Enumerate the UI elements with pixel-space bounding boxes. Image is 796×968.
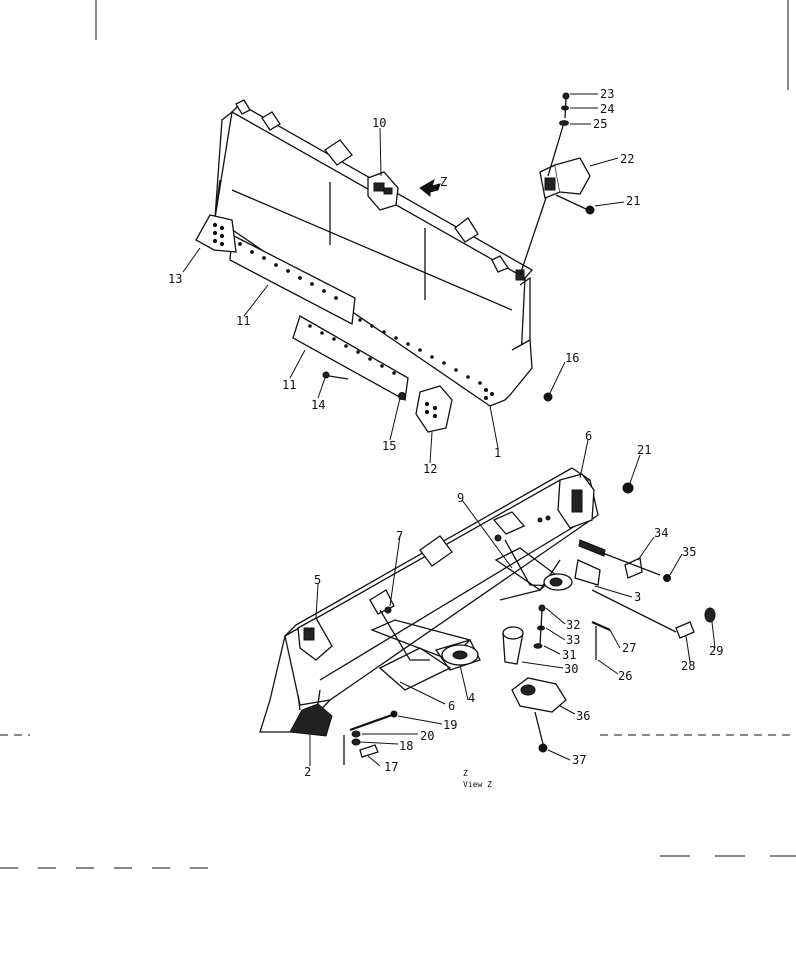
pin-18 (351, 738, 361, 746)
bolt-35 (663, 574, 671, 582)
pin-17 (359, 744, 379, 758)
hinge-2 (289, 703, 333, 737)
callout-30: 30 (564, 662, 578, 676)
cutting-edge-lower (292, 315, 409, 402)
callout-23: 23 (600, 87, 614, 101)
nut-15 (398, 392, 406, 400)
blade-crease-line (231, 189, 513, 311)
callout-15: 15 (382, 439, 396, 453)
callout-31: 31 (562, 648, 576, 662)
callout-3: 3 (634, 590, 641, 604)
callout-27: 27 (622, 641, 636, 655)
cap-36 (511, 677, 567, 713)
blade-assembly (195, 92, 595, 433)
callout-21b: 21 (637, 443, 651, 457)
callout-21: 21 (626, 194, 640, 208)
bracket-5 (297, 617, 333, 661)
washer-31 (533, 643, 543, 649)
bolt-holes (212, 222, 494, 419)
callout-10: 10 (372, 116, 386, 130)
callout-28: 28 (681, 659, 695, 673)
bolt-21-upper (585, 205, 595, 215)
callout-11: 11 (236, 314, 250, 328)
callout-33: 33 (566, 633, 580, 647)
blade-right-endbit (504, 338, 533, 401)
callout-12: 12 (423, 462, 437, 476)
callout-29: 29 (709, 644, 723, 658)
callout-32: 32 (566, 618, 580, 632)
callout-35: 35 (682, 545, 696, 559)
callout-1: 1 (494, 446, 501, 460)
bolt-23 (562, 92, 570, 100)
callout-36: 36 (576, 709, 590, 723)
callout-14: 14 (311, 398, 325, 412)
view-direction-arrow (419, 178, 441, 198)
plate-34 (624, 557, 643, 579)
bracket-22 (554, 157, 591, 195)
callout-17: 17 (384, 760, 398, 774)
bolt-21-lower (622, 482, 634, 494)
cap-29 (704, 607, 716, 623)
spring-35-body (578, 539, 606, 557)
washer-24 (561, 105, 569, 111)
pin-19 (390, 710, 398, 718)
callout-5: 5 (314, 573, 321, 587)
callout-13: 13 (168, 272, 182, 286)
pin-30-head (502, 626, 524, 640)
bolt-32 (538, 604, 546, 612)
callout-20: 20 (420, 729, 434, 743)
frame-assembly (259, 467, 716, 765)
callout-19: 19 (443, 718, 457, 732)
view-label-top: Z (463, 769, 468, 778)
bolt-16 (543, 392, 553, 402)
callout-25: 25 (593, 117, 607, 131)
callout-22: 22 (620, 152, 634, 166)
bolt-14 (322, 371, 330, 379)
pin-28 (675, 621, 695, 639)
callout-37: 37 (572, 753, 586, 767)
callout-9: 9 (457, 491, 464, 505)
frame-beam (284, 479, 599, 706)
callout-18: 18 (399, 739, 413, 753)
callout-4: 4 (468, 691, 475, 705)
callout-numbers: 10 13 11 11 14 15 12 1 16 23 24 25 22 21… (168, 87, 723, 789)
leader-lines (182, 93, 716, 767)
callout-26: 26 (618, 669, 632, 683)
view-arrow-label: Z (440, 175, 447, 189)
scan-border-marks (0, 0, 796, 869)
callout-24: 24 (600, 102, 614, 116)
bolt-37 (538, 743, 548, 753)
view-label-bottom: View Z (463, 780, 492, 789)
blade-left-edge (214, 111, 233, 219)
callout-2: 2 (304, 765, 311, 779)
callout-16: 16 (565, 351, 579, 365)
callout-6: 6 (585, 429, 592, 443)
washer-25 (559, 120, 569, 126)
callout-6b: 6 (448, 699, 455, 713)
callout-34: 34 (654, 526, 668, 540)
callout-7: 7 (396, 529, 403, 543)
callout-11b: 11 (282, 378, 296, 392)
